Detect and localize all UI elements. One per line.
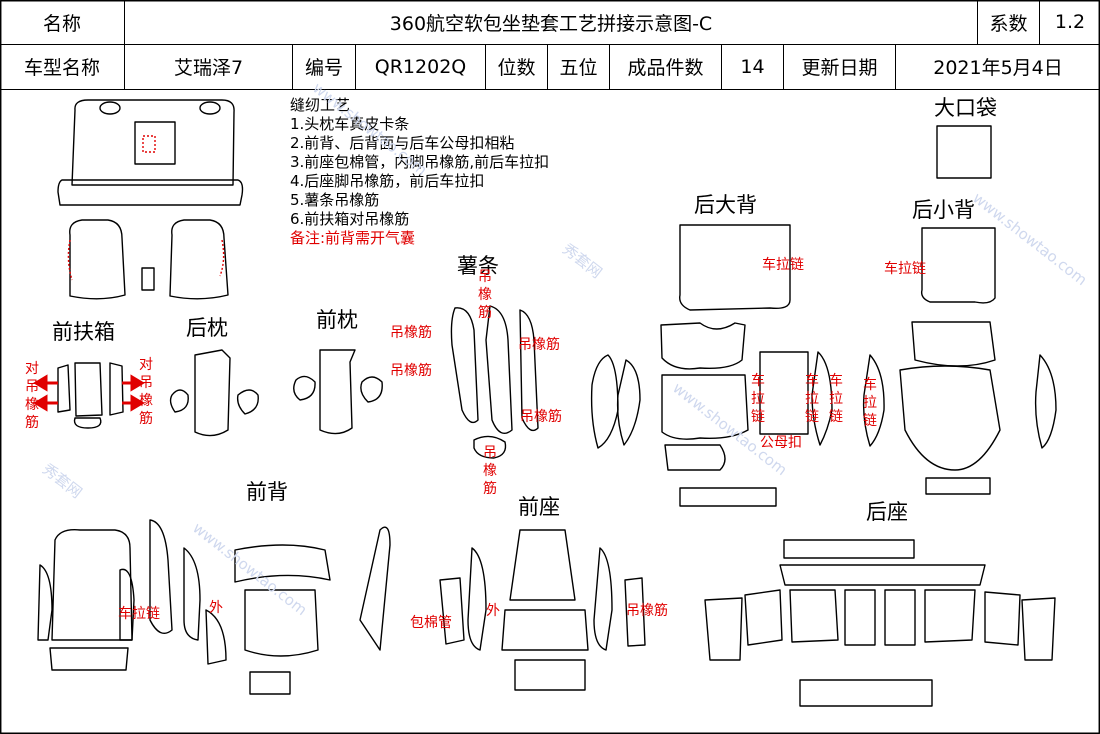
front-back-pieces (37, 519, 391, 695)
note-snap: 公母扣 (760, 435, 802, 451)
label-rear-seat: 后座 (866, 500, 908, 524)
label-big-pocket: 大口袋 (934, 96, 997, 120)
header-row-1: 名称 360航空软包坐垫套工艺拼接示意图-C 系数 1.2 (0, 0, 1100, 45)
rear-big-back-pieces (590, 224, 833, 507)
note-item: 6.前扶箱对吊橡筋 (290, 210, 410, 228)
note-elastic: 吊橡筋 (390, 363, 432, 379)
note-item: 1.头枕车真皮卡条 (290, 115, 410, 133)
coef-value: 1.2 (1054, 11, 1086, 33)
date-label: 更新日期 (784, 44, 896, 89)
label-front-back: 前背 (246, 480, 288, 504)
label-rear-headrest: 后枕 (186, 316, 228, 340)
note-zipper: 车拉链 (829, 373, 843, 425)
note-elastic: 吊橡筋 (478, 269, 492, 321)
note-zipper: 车拉链 (762, 257, 804, 273)
label-fries: 薯条 (457, 254, 499, 278)
note-cotton-tube: 包棉管 (410, 615, 452, 631)
note-outer: 外 (486, 603, 500, 619)
note-zipper: 车拉链 (805, 373, 819, 425)
label-front-seat: 前座 (518, 495, 560, 519)
coef-label: 系数 (978, 0, 1040, 44)
big-pocket-piece (936, 125, 992, 179)
note-item: 2.前背、后背面与后车公母扣相粘 (290, 134, 515, 152)
pieces-value: 14 (722, 44, 784, 89)
front-seat-pieces (439, 529, 646, 691)
front-armrest-pieces (57, 362, 124, 429)
notes-title: 缝纫工艺 (290, 96, 351, 114)
note-elastic: 吊橡筋 (390, 325, 432, 341)
model-label: 车型名称 (0, 44, 125, 89)
rear-small-back-pieces (862, 227, 1057, 495)
note-zipper: 车拉链 (118, 606, 160, 622)
seats-label: 位数 (486, 44, 548, 89)
note-pair-elastic: 对吊橡筋 (25, 361, 39, 431)
note-elastic: 吊橡筋 (520, 409, 562, 425)
header-row-2: 车型名称 艾瑞泽7 编号 QR1202Q 位数 五位 成品件数 14 更新日期 … (0, 44, 1100, 90)
model-value: 艾瑞泽7 (125, 44, 293, 89)
sewing-notes: 缝纫工艺 1.头枕车真皮卡条 2.前背、后背面与后车公母扣相粘 3.前座包棉管，… (290, 96, 549, 248)
fries-pieces (450, 305, 539, 459)
note-elastic: 吊橡筋 (518, 337, 560, 353)
notes-remark: 备注:前背需开气囊 (290, 229, 416, 247)
note-item: 4.后座脚吊橡筋，前后车拉扣 (290, 172, 485, 190)
label-rear-big-back: 后大背 (694, 193, 757, 217)
rear-headrest-pieces (169, 349, 259, 437)
note-outer: 外 (209, 600, 223, 616)
note-zipper: 车拉链 (863, 377, 877, 429)
code-label: 编号 (293, 44, 356, 89)
label-front-armrest: 前扶箱 (52, 320, 115, 344)
code-value: QR1202Q (356, 44, 486, 89)
front-headrest-pieces (293, 349, 383, 435)
seats-value: 五位 (548, 44, 610, 89)
note-item: 3.前座包棉管，内脚吊橡筋,前后车拉扣 (290, 153, 550, 171)
rear-seat-pieces (704, 539, 1056, 707)
note-zipper: 车拉链 (884, 261, 926, 277)
label-front-headrest: 前枕 (316, 308, 358, 332)
note-elastic: 吊橡筋 (626, 603, 668, 619)
sheet-title: 360航空软包坐垫套工艺拼接示意图-C (125, 0, 978, 44)
note-zipper: 车拉链 (751, 373, 765, 425)
note-item: 5.薯条吊橡筋 (290, 191, 380, 209)
pieces-label: 成品件数 (610, 44, 722, 89)
label-rear-small-back: 后小背 (912, 198, 975, 222)
name-label: 名称 (0, 0, 125, 44)
date-value: 2021年5月4日 (933, 57, 1063, 79)
note-pair-elastic: 对吊橡筋 (139, 357, 153, 427)
car-seat-layout (57, 99, 244, 300)
note-elastic: 吊橡筋 (483, 445, 497, 497)
